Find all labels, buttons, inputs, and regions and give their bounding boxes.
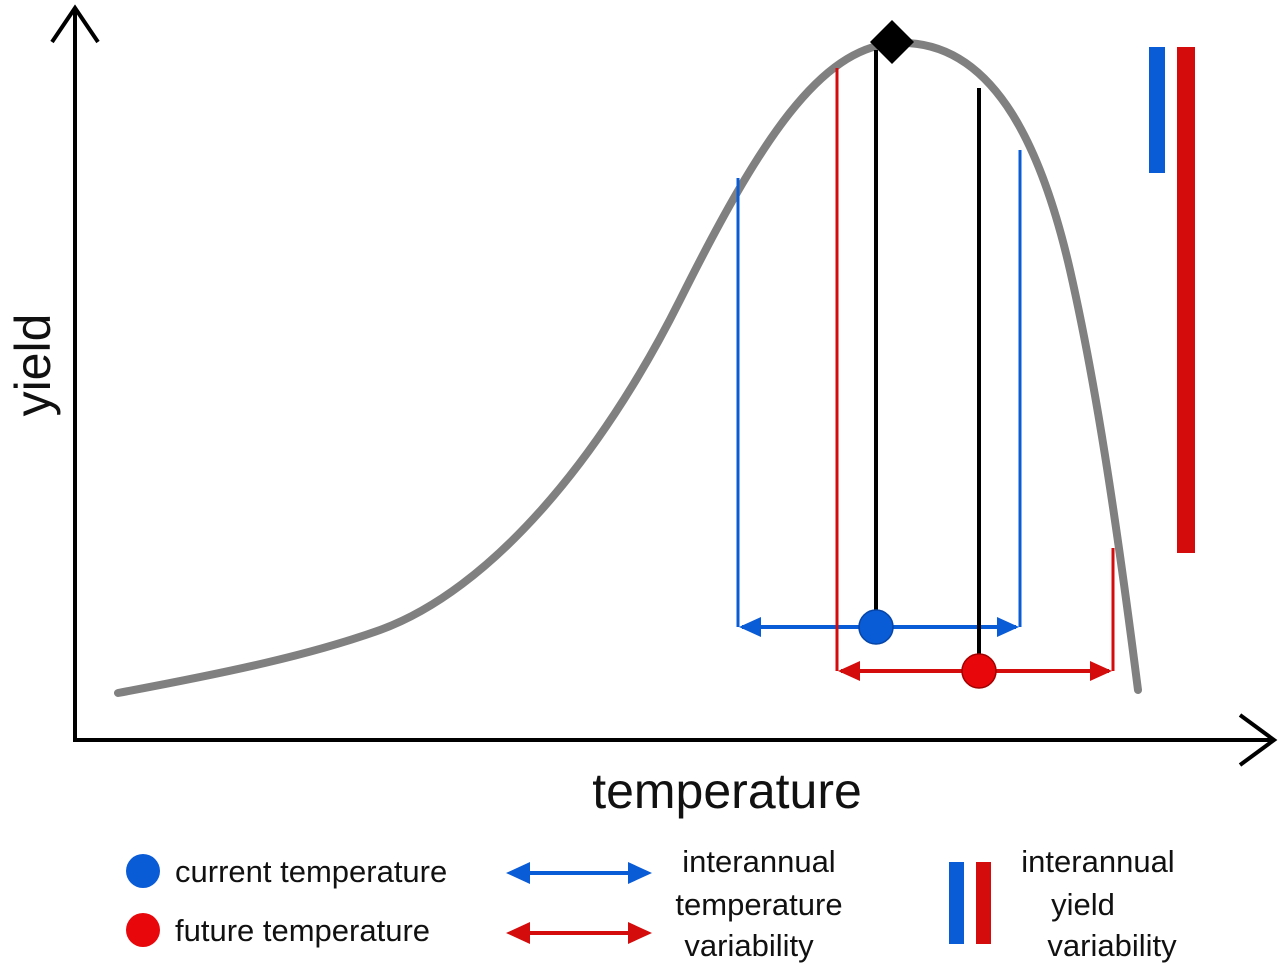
legend-blue-arrowhead-right-icon bbox=[628, 862, 652, 884]
current-range-left-arrowhead-icon bbox=[739, 617, 761, 637]
legend-temp-variability-line1: interannual bbox=[682, 844, 835, 879]
current-range-right-arrowhead-icon bbox=[997, 617, 1019, 637]
y-axis-arrow-icon bbox=[50, 4, 100, 44]
legend-current-temperature: current temperature bbox=[175, 854, 447, 889]
legend-red-arrowhead-right-icon bbox=[628, 922, 652, 944]
yield-curve bbox=[114, 38, 1142, 697]
legend-temp-variability-line3: variability bbox=[684, 928, 814, 963]
y-axis-label: yield bbox=[5, 314, 61, 417]
x-axis-label: temperature bbox=[592, 763, 862, 819]
red-dot-icon bbox=[961, 653, 997, 689]
legend-blue-yield-bar-icon bbox=[949, 862, 964, 944]
legend-yield-variability-line1: interannual bbox=[1021, 844, 1174, 879]
legend-blue-arrowhead-left-icon bbox=[506, 862, 530, 884]
legend-future-temperature: future temperature bbox=[175, 913, 430, 948]
black-diamond-icon bbox=[870, 20, 914, 64]
legend-red-dot-icon bbox=[126, 913, 160, 947]
future-yield-variability-bar bbox=[1177, 47, 1195, 553]
legend: current temperature future temperature i… bbox=[126, 844, 1177, 963]
legend-blue-dot-icon bbox=[126, 854, 160, 888]
legend-yield-variability-line2: yield bbox=[1051, 887, 1115, 922]
current-yield-variability-bar bbox=[1149, 47, 1165, 173]
legend-red-yield-bar-icon bbox=[976, 862, 991, 944]
future-range-left-arrowhead-icon bbox=[838, 661, 860, 681]
x-axis-arrow-icon bbox=[1238, 713, 1278, 767]
legend-temp-variability-line2: temperature bbox=[675, 887, 842, 922]
axes bbox=[50, 4, 1278, 767]
future-temperature-range bbox=[835, 68, 1115, 681]
future-range-right-arrowhead-icon bbox=[1090, 661, 1112, 681]
legend-yield-variability-line3: variability bbox=[1047, 928, 1177, 963]
legend-red-arrowhead-left-icon bbox=[506, 922, 530, 944]
blue-dot-icon bbox=[858, 609, 894, 645]
